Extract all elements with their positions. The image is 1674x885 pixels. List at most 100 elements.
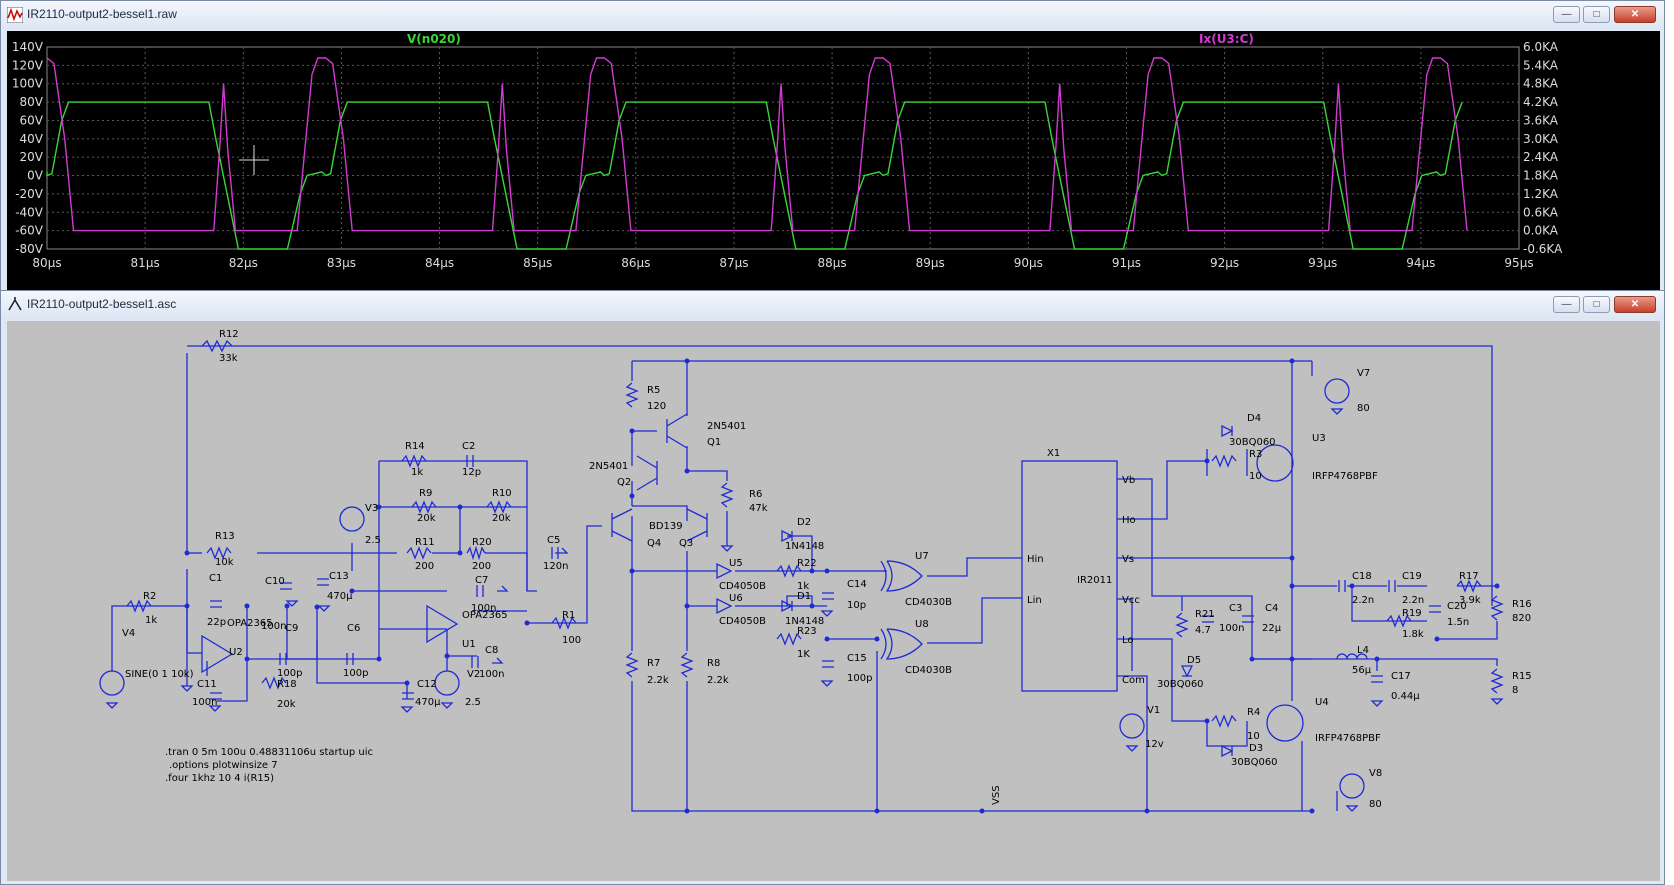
label-r6-value: 47k: [749, 503, 768, 514]
waveform-app-icon: [7, 7, 23, 23]
label-u7: U7: [915, 551, 929, 562]
label-u6: U6: [729, 593, 743, 604]
label-q1-value: 2N5401: [707, 421, 746, 432]
minimize-button[interactable]: —: [1553, 6, 1580, 23]
diode-d1: [781, 599, 794, 613]
close-button[interactable]: ✕: [1614, 296, 1656, 313]
label-c19: C19: [1402, 571, 1422, 582]
junction-dots: [184, 358, 1500, 814]
schematic-canvas[interactable]: R12 33k R13 10k R14 1k C2 12p R9 20k R10…: [7, 321, 1660, 881]
pin-vcc: Vcc: [1122, 595, 1140, 606]
capacitor-c13: [317, 578, 329, 586]
label-r2-value: 1k: [145, 615, 157, 626]
capacitor-c20: [1429, 605, 1441, 613]
label-c7-value: 100n: [471, 603, 496, 614]
label-c13-value: 470µ: [327, 591, 353, 602]
resistor-r22: [776, 564, 802, 578]
right-axis-tick: 6.0KA: [1523, 40, 1559, 54]
x-axis-tick: 94µs: [1406, 256, 1435, 270]
label-r6: R6: [749, 489, 762, 500]
right-axis-tick: 2.4KA: [1523, 150, 1559, 164]
label-u4: U4: [1315, 697, 1329, 708]
label-r20: R20: [472, 537, 492, 548]
left-axis: 140V120V100V80V60V40V20V0V-20V-40V-60V-8…: [12, 40, 44, 256]
label-u7-value: CD4030B: [905, 597, 952, 608]
label-c12-value: 470µ: [415, 697, 441, 708]
schematic-title-bar[interactable]: IR2110-output2-bessel1.asc — □ ✕: [1, 291, 1664, 319]
right-axis-tick: 4.8KA: [1523, 77, 1559, 91]
x-axis-tick: 86µs: [621, 256, 650, 270]
resistor-r14: [401, 454, 427, 468]
left-axis-tick: 100V: [12, 77, 44, 91]
label-v8-value: 80: [1369, 799, 1382, 810]
capacitor-c17: [1371, 675, 1383, 683]
label-c17: C17: [1391, 671, 1411, 682]
capacitor-c7: [476, 585, 484, 597]
label-c6: C6: [347, 623, 360, 634]
capacitor-c11: [210, 692, 222, 700]
trace-label-vn020[interactable]: V(n020): [407, 32, 461, 46]
waveform-plot[interactable]: 140V120V100V80V60V40V20V0V-20V-40V-60V-8…: [7, 31, 1660, 291]
x-axis-tick: 81µs: [131, 256, 160, 270]
label-c15: C15: [847, 653, 867, 664]
waveform-title-bar[interactable]: IR2110-output2-bessel1.raw — □ ✕: [1, 1, 1664, 29]
resistor-r6: [720, 482, 734, 508]
x-axis-tick: 88µs: [817, 256, 846, 270]
label-u1: U1: [462, 639, 476, 650]
x-axis-tick: 92µs: [1210, 256, 1239, 270]
waveform-window-title: IR2110-output2-bessel1.raw: [27, 7, 177, 21]
label-r8: R8: [707, 658, 720, 669]
close-button[interactable]: ✕: [1614, 6, 1656, 23]
source-v2: [434, 670, 460, 696]
right-axis: 6.0KA5.4KA4.8KA4.2KA3.6KA3.0KA2.4KA1.8KA…: [1523, 40, 1563, 256]
label-c5-value: 120n: [543, 561, 568, 572]
label-d4: D4: [1247, 413, 1261, 424]
plot-frame: [46, 46, 1520, 250]
label-r7: R7: [647, 658, 660, 669]
resistor-r5: [625, 382, 639, 408]
resistor-r23: [776, 632, 802, 646]
label-r5-value: 120: [647, 401, 666, 412]
capacitor-c1: [210, 600, 222, 608]
label-r1: R1: [562, 610, 575, 621]
label-q-bd: BD139: [649, 521, 683, 532]
maximize-button[interactable]: □: [1583, 296, 1610, 313]
left-axis-tick: 0V: [27, 169, 44, 183]
label-u2-value: OPA2365: [227, 618, 273, 629]
label-v7-value: 80: [1357, 403, 1370, 414]
label-r3-value: 10: [1249, 471, 1262, 482]
resistor-r1: [551, 616, 577, 630]
resistor-r15: [1490, 668, 1504, 694]
label-c10-value: 100n: [261, 621, 286, 632]
trace-label-ix-u3c[interactable]: Ix(U3:C): [1199, 32, 1254, 46]
label-c9: C9: [285, 623, 298, 634]
label-c10: C10: [265, 576, 285, 587]
left-axis-tick: 140V: [12, 40, 44, 54]
transistor-q1: [666, 413, 688, 449]
label-r3: R3: [1249, 449, 1262, 460]
label-c9-value: 100p: [277, 668, 302, 679]
crosshair-cursor: [239, 145, 269, 175]
label-r19: R19: [1402, 608, 1422, 619]
label-c3-value: 100n: [1219, 623, 1244, 634]
left-axis-tick: 40V: [20, 132, 44, 146]
label-r18: R18: [277, 679, 297, 690]
xor-u8: [880, 628, 923, 660]
left-axis-tick: 120V: [12, 58, 44, 72]
capacitor-c3: [1202, 615, 1214, 623]
label-q4: Q4: [647, 538, 661, 549]
pin-vb: Vb: [1122, 475, 1135, 486]
label-r14: R14: [405, 441, 425, 452]
left-axis-tick: 20V: [20, 150, 44, 164]
minimize-button[interactable]: —: [1553, 296, 1580, 313]
label-r7-value: 2.2k: [647, 675, 669, 686]
maximize-button[interactable]: □: [1583, 6, 1610, 23]
spice-directives[interactable]: .tran 0 5m 100u 0.48831106u startup uic …: [165, 747, 373, 784]
label-u2: U2: [229, 647, 243, 658]
x-axis-tick: 90µs: [1014, 256, 1043, 270]
right-axis-tick: 5.4KA: [1523, 58, 1559, 72]
label-d2-value: 1N4148: [785, 541, 824, 552]
label-v1: V1: [1147, 705, 1160, 716]
label-r16: R16: [1512, 599, 1532, 610]
source-v3: [339, 506, 365, 532]
